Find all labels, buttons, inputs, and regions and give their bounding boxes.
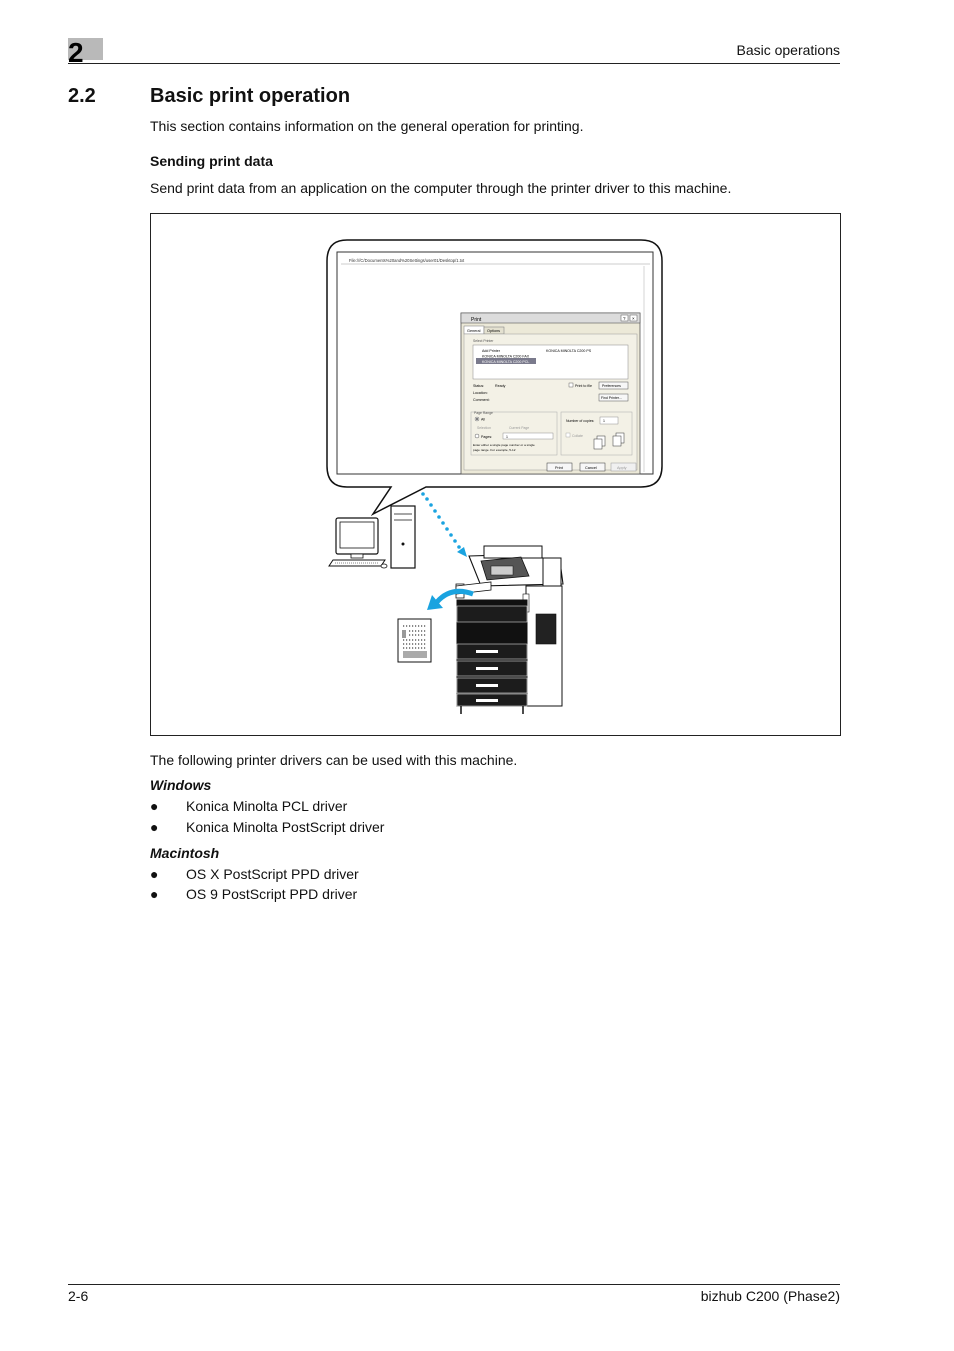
chapter-title: Basic operations: [736, 42, 840, 58]
printer-selection-highlight: [476, 358, 536, 364]
svg-text:1: 1: [506, 435, 508, 439]
header-rule: [68, 63, 840, 64]
list-item: ●Konica Minolta PCL driver: [150, 798, 348, 814]
list-item: ●OS 9 PostScript PPD driver: [150, 886, 358, 902]
copies-input[interactable]: [599, 416, 619, 425]
find-printer-button[interactable]: [598, 393, 629, 402]
chapter-number: 2: [68, 37, 84, 68]
printed-page-icon: [397, 618, 432, 663]
list-item: ●Konica Minolta PostScript driver: [150, 819, 385, 835]
bullet-icon: ●: [150, 866, 159, 882]
svg-text:Number of copies:: Number of copies:: [566, 419, 594, 423]
svg-text:page range. For example, 5-12: page range. For example, 5-12: [473, 448, 516, 452]
section-title: Basic print operation: [150, 85, 351, 107]
svg-text:All: All: [481, 418, 485, 422]
collate-checkbox[interactable]: [565, 432, 571, 438]
svg-text:Cancel: Cancel: [585, 466, 597, 470]
section-intro: This section contains information on the…: [150, 118, 584, 134]
svg-text:×: ×: [632, 316, 635, 321]
print-dialog: Print ? × General Options Select Printer…: [460, 312, 641, 475]
svg-text:Page Range: Page Range: [474, 411, 493, 415]
svg-text:Comment:: Comment:: [473, 398, 490, 402]
svg-text:Ready: Ready: [495, 384, 506, 388]
chapter-tab: [68, 38, 103, 60]
svg-text:KONICA MINOLTA C200 PCL: KONICA MINOLTA C200 PCL: [482, 360, 529, 364]
subsection-text: Send print data from an application on t…: [150, 180, 732, 196]
svg-text:General: General: [467, 329, 481, 333]
subsection-title: Sending print data: [150, 153, 273, 169]
drivers-intro: The following printer drivers can be use…: [150, 752, 518, 768]
dialog-title: Print: [471, 317, 482, 323]
computer-icon: [328, 505, 416, 569]
svg-text:Add Printer: Add Printer: [482, 349, 501, 353]
svg-text:Selection: Selection: [477, 426, 491, 430]
svg-text:KONICA MINOLTA C200 PS: KONICA MINOLTA C200 PS: [546, 349, 592, 353]
bullet-icon: ●: [150, 798, 159, 814]
windows-heading: Windows: [150, 777, 212, 793]
svg-text:Find Printer...: Find Printer...: [601, 396, 622, 400]
pages-input[interactable]: [502, 432, 554, 440]
svg-text:Preferences: Preferences: [602, 384, 621, 388]
svg-text:Pages:: Pages:: [481, 435, 492, 439]
address-text: File:///C/Documents%20and%20Settings/use…: [349, 258, 465, 263]
copies-group: [560, 411, 633, 456]
page-number: 2-6: [68, 1288, 89, 1304]
print-button[interactable]: [546, 462, 573, 472]
svg-text:?: ?: [623, 316, 626, 321]
svg-text:KONICA MINOLTA C200 FAX: KONICA MINOLTA C200 FAX: [482, 355, 530, 359]
apply-button[interactable]: [610, 462, 637, 472]
svg-text:Options: Options: [487, 329, 500, 333]
svg-text:Current Page: Current Page: [509, 426, 529, 430]
footer-rule: [68, 1284, 840, 1285]
figure-illustration: File:///C/Documents%20and%20Settings/use…: [326, 239, 663, 714]
svg-text:Enter either a single page num: Enter either a single page number or a s…: [473, 443, 535, 447]
svg-text:Apply: Apply: [617, 466, 627, 470]
copier-machine-icon: [455, 545, 564, 714]
print-flow-figure: File:///C/Documents%20and%20Settings/use…: [150, 213, 841, 736]
section-number: 2.2: [68, 85, 96, 107]
output-arrow: [427, 588, 474, 610]
page-range-group: [470, 411, 558, 456]
send-data-arrow: [421, 492, 467, 557]
bullet-icon: ●: [150, 886, 159, 902]
cancel-button[interactable]: [579, 462, 606, 472]
svg-text:1: 1: [603, 419, 605, 423]
svg-text:Select Printer: Select Printer: [473, 339, 494, 343]
bullet-icon: ●: [150, 819, 159, 835]
svg-text:Location:: Location:: [473, 391, 488, 395]
pages-radio[interactable]: [474, 433, 480, 439]
svg-text:Status:: Status:: [473, 384, 484, 388]
close-icon[interactable]: [629, 314, 638, 322]
collate-pages-icon: [593, 432, 625, 450]
product-name: bizhub C200 (Phase2): [700, 1288, 840, 1304]
print-to-file-checkbox[interactable]: [568, 382, 574, 388]
macintosh-heading: Macintosh: [150, 845, 220, 861]
help-icon[interactable]: [620, 314, 629, 322]
svg-text:Print: Print: [555, 466, 564, 470]
preferences-button[interactable]: [598, 381, 629, 390]
svg-text:Collate: Collate: [572, 434, 583, 438]
list-item: ●OS X PostScript PPD driver: [150, 866, 359, 882]
svg-text:Print to file: Print to file: [575, 384, 592, 388]
